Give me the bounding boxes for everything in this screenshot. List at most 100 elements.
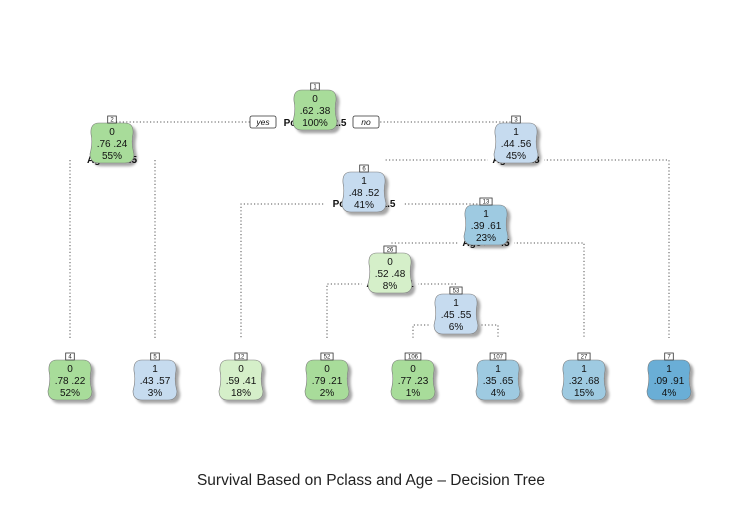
node-id-tag: [511, 115, 521, 124]
node-probabilities: .59 .41: [226, 376, 257, 387]
node-probabilities: .43 .57: [140, 376, 171, 387]
node-id: 4: [68, 355, 72, 361]
node-id: 1: [313, 85, 317, 91]
node-box: [367, 252, 413, 294]
tree-node-26: 26 0.52 .488%: [367, 245, 413, 294]
node-id-tag: [107, 115, 117, 124]
node-id: 12: [238, 355, 245, 361]
node-probabilities: .39 .61: [471, 221, 502, 232]
node-id-tag: [664, 352, 674, 361]
node-probabilities: .78 .22: [55, 376, 86, 387]
no-label-box: [352, 115, 380, 129]
edge-13-right: [510, 242, 585, 338]
node-id-tag: [383, 245, 397, 254]
node-box: [646, 359, 692, 401]
node-id: 53: [453, 289, 460, 295]
node-box: [390, 359, 436, 401]
node-id-tag: [320, 352, 334, 361]
node-probabilities: .09 .91: [654, 376, 685, 387]
node-class: 0: [109, 127, 115, 138]
node-percent: 1%: [406, 388, 421, 399]
node-probabilities: .79 .21: [312, 376, 343, 387]
node-class: 0: [324, 364, 330, 375]
decision-tree-diagram: Pclass >= 2.5Age >= 6.5Age >= 18Pclass >…: [47, 82, 692, 401]
tree-node-52: 52 0.79 .212%: [304, 352, 350, 401]
node-class: 1: [666, 364, 672, 375]
node-id: 27: [581, 355, 588, 361]
node-percent: 4%: [662, 388, 677, 399]
node-percent: 4%: [491, 388, 506, 399]
yes-label-box: [249, 115, 277, 129]
node-class: 0: [387, 257, 393, 268]
node-percent: 6%: [449, 322, 464, 333]
node-probabilities: .32 .68: [569, 376, 600, 387]
node-box: [475, 359, 521, 401]
node-id: 26: [387, 248, 394, 254]
node-id-tag: [310, 82, 320, 91]
node-class: 1: [152, 364, 158, 375]
node-probabilities: .45 .55: [441, 310, 472, 321]
node-id-tag: [150, 352, 160, 361]
node-box: [493, 122, 539, 164]
node-class: 0: [238, 364, 244, 375]
node-probabilities: .62 .38: [300, 106, 331, 117]
node-percent: 2%: [320, 388, 335, 399]
node-id: 5: [153, 355, 157, 361]
node-id: 3: [514, 118, 518, 124]
node-id: 52: [324, 355, 331, 361]
node-box: [132, 359, 178, 401]
node-id: 2: [110, 118, 114, 124]
tree-node-7: 7 1.09 .914%: [646, 352, 692, 401]
node-probabilities: .35 .65: [483, 376, 514, 387]
edge-3-right: [540, 159, 670, 338]
node-id-tag: [489, 352, 507, 361]
node-box: [218, 359, 264, 401]
diagram-caption: Survival Based on Pclass and Age – Decis…: [196, 472, 546, 489]
node-class: 1: [495, 364, 501, 375]
node-id: 106: [408, 355, 419, 361]
node-percent: 23%: [476, 233, 496, 244]
node-percent: 45%: [506, 151, 526, 162]
tree-node-5: 5 1.43 .573%: [132, 352, 178, 401]
node-class: 0: [312, 94, 318, 105]
edge-26-left: [326, 283, 366, 338]
node-id-tag: [404, 352, 422, 361]
node-id-tag: [577, 352, 591, 361]
node-box: [561, 359, 607, 401]
node-percent: 41%: [354, 200, 374, 211]
node-probabilities: .48 .52: [349, 188, 380, 199]
node-class: 1: [513, 127, 519, 138]
tree-edges: [69, 121, 670, 338]
node-probabilities: .77 .23: [398, 376, 429, 387]
node-id-tag: [65, 352, 75, 361]
node-percent: 100%: [302, 118, 328, 129]
node-percent: 52%: [60, 388, 80, 399]
node-id: 13: [483, 200, 490, 206]
node-id: 7: [667, 355, 671, 361]
node-box: [463, 204, 509, 246]
node-box: [89, 122, 135, 164]
node-percent: 55%: [102, 151, 122, 162]
node-box: [47, 359, 93, 401]
edge-6-left: [240, 203, 330, 338]
node-probabilities: .44 .56: [501, 139, 532, 150]
node-percent: 3%: [148, 388, 163, 399]
node-box: [304, 359, 350, 401]
node-id-tag: [479, 197, 493, 206]
node-class: 1: [361, 176, 367, 187]
node-id: 6: [362, 167, 366, 173]
node-percent: 8%: [383, 281, 398, 292]
node-class: 0: [67, 364, 73, 375]
node-probabilities: .76 .24: [97, 139, 128, 150]
edge-53-left: [412, 324, 432, 338]
node-probabilities: .52 .48: [375, 269, 406, 280]
